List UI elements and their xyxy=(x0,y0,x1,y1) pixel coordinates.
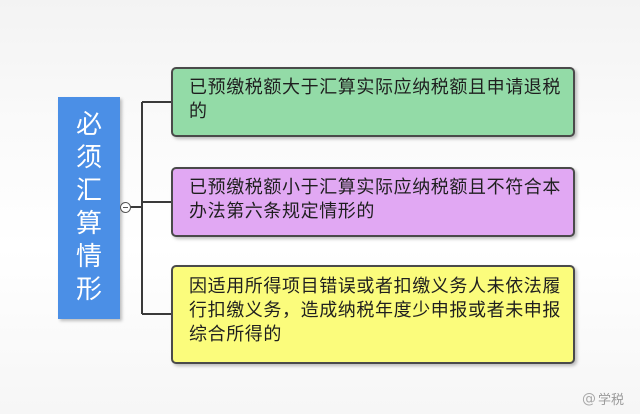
root-node: 必须汇算情形 xyxy=(58,97,120,319)
branch-node-3-text: 因适用所得项目错误或者扣缴义务人未依法履行扣缴义务，造成纳税年度少申报或者未申报… xyxy=(189,276,561,345)
collapse-toggle-button[interactable] xyxy=(120,202,131,213)
at-sign-icon: @ xyxy=(581,390,596,407)
branch-node-1: 已预缴税额大于汇算实际应纳税额且申请退税的 xyxy=(171,67,575,137)
root-node-label: 必须汇算情形 xyxy=(75,110,102,305)
branch-node-1-text: 已预缴税额大于汇算实际应纳税额且申请退税的 xyxy=(189,77,561,122)
branch-node-3: 因适用所得项目错误或者扣缴义务人未依法履行扣缴义务，造成纳税年度少申报或者未申报… xyxy=(171,265,575,364)
branch-node-2-text: 已预缴税额小于汇算实际应纳税额且不符合本办法第六条规定情形的 xyxy=(189,177,561,222)
watermark: @ 学税 xyxy=(581,389,624,409)
branch-node-2: 已预缴税额小于汇算实际应纳税额且不符合本办法第六条规定情形的 xyxy=(171,167,575,237)
watermark-text: 学税 xyxy=(597,393,624,408)
